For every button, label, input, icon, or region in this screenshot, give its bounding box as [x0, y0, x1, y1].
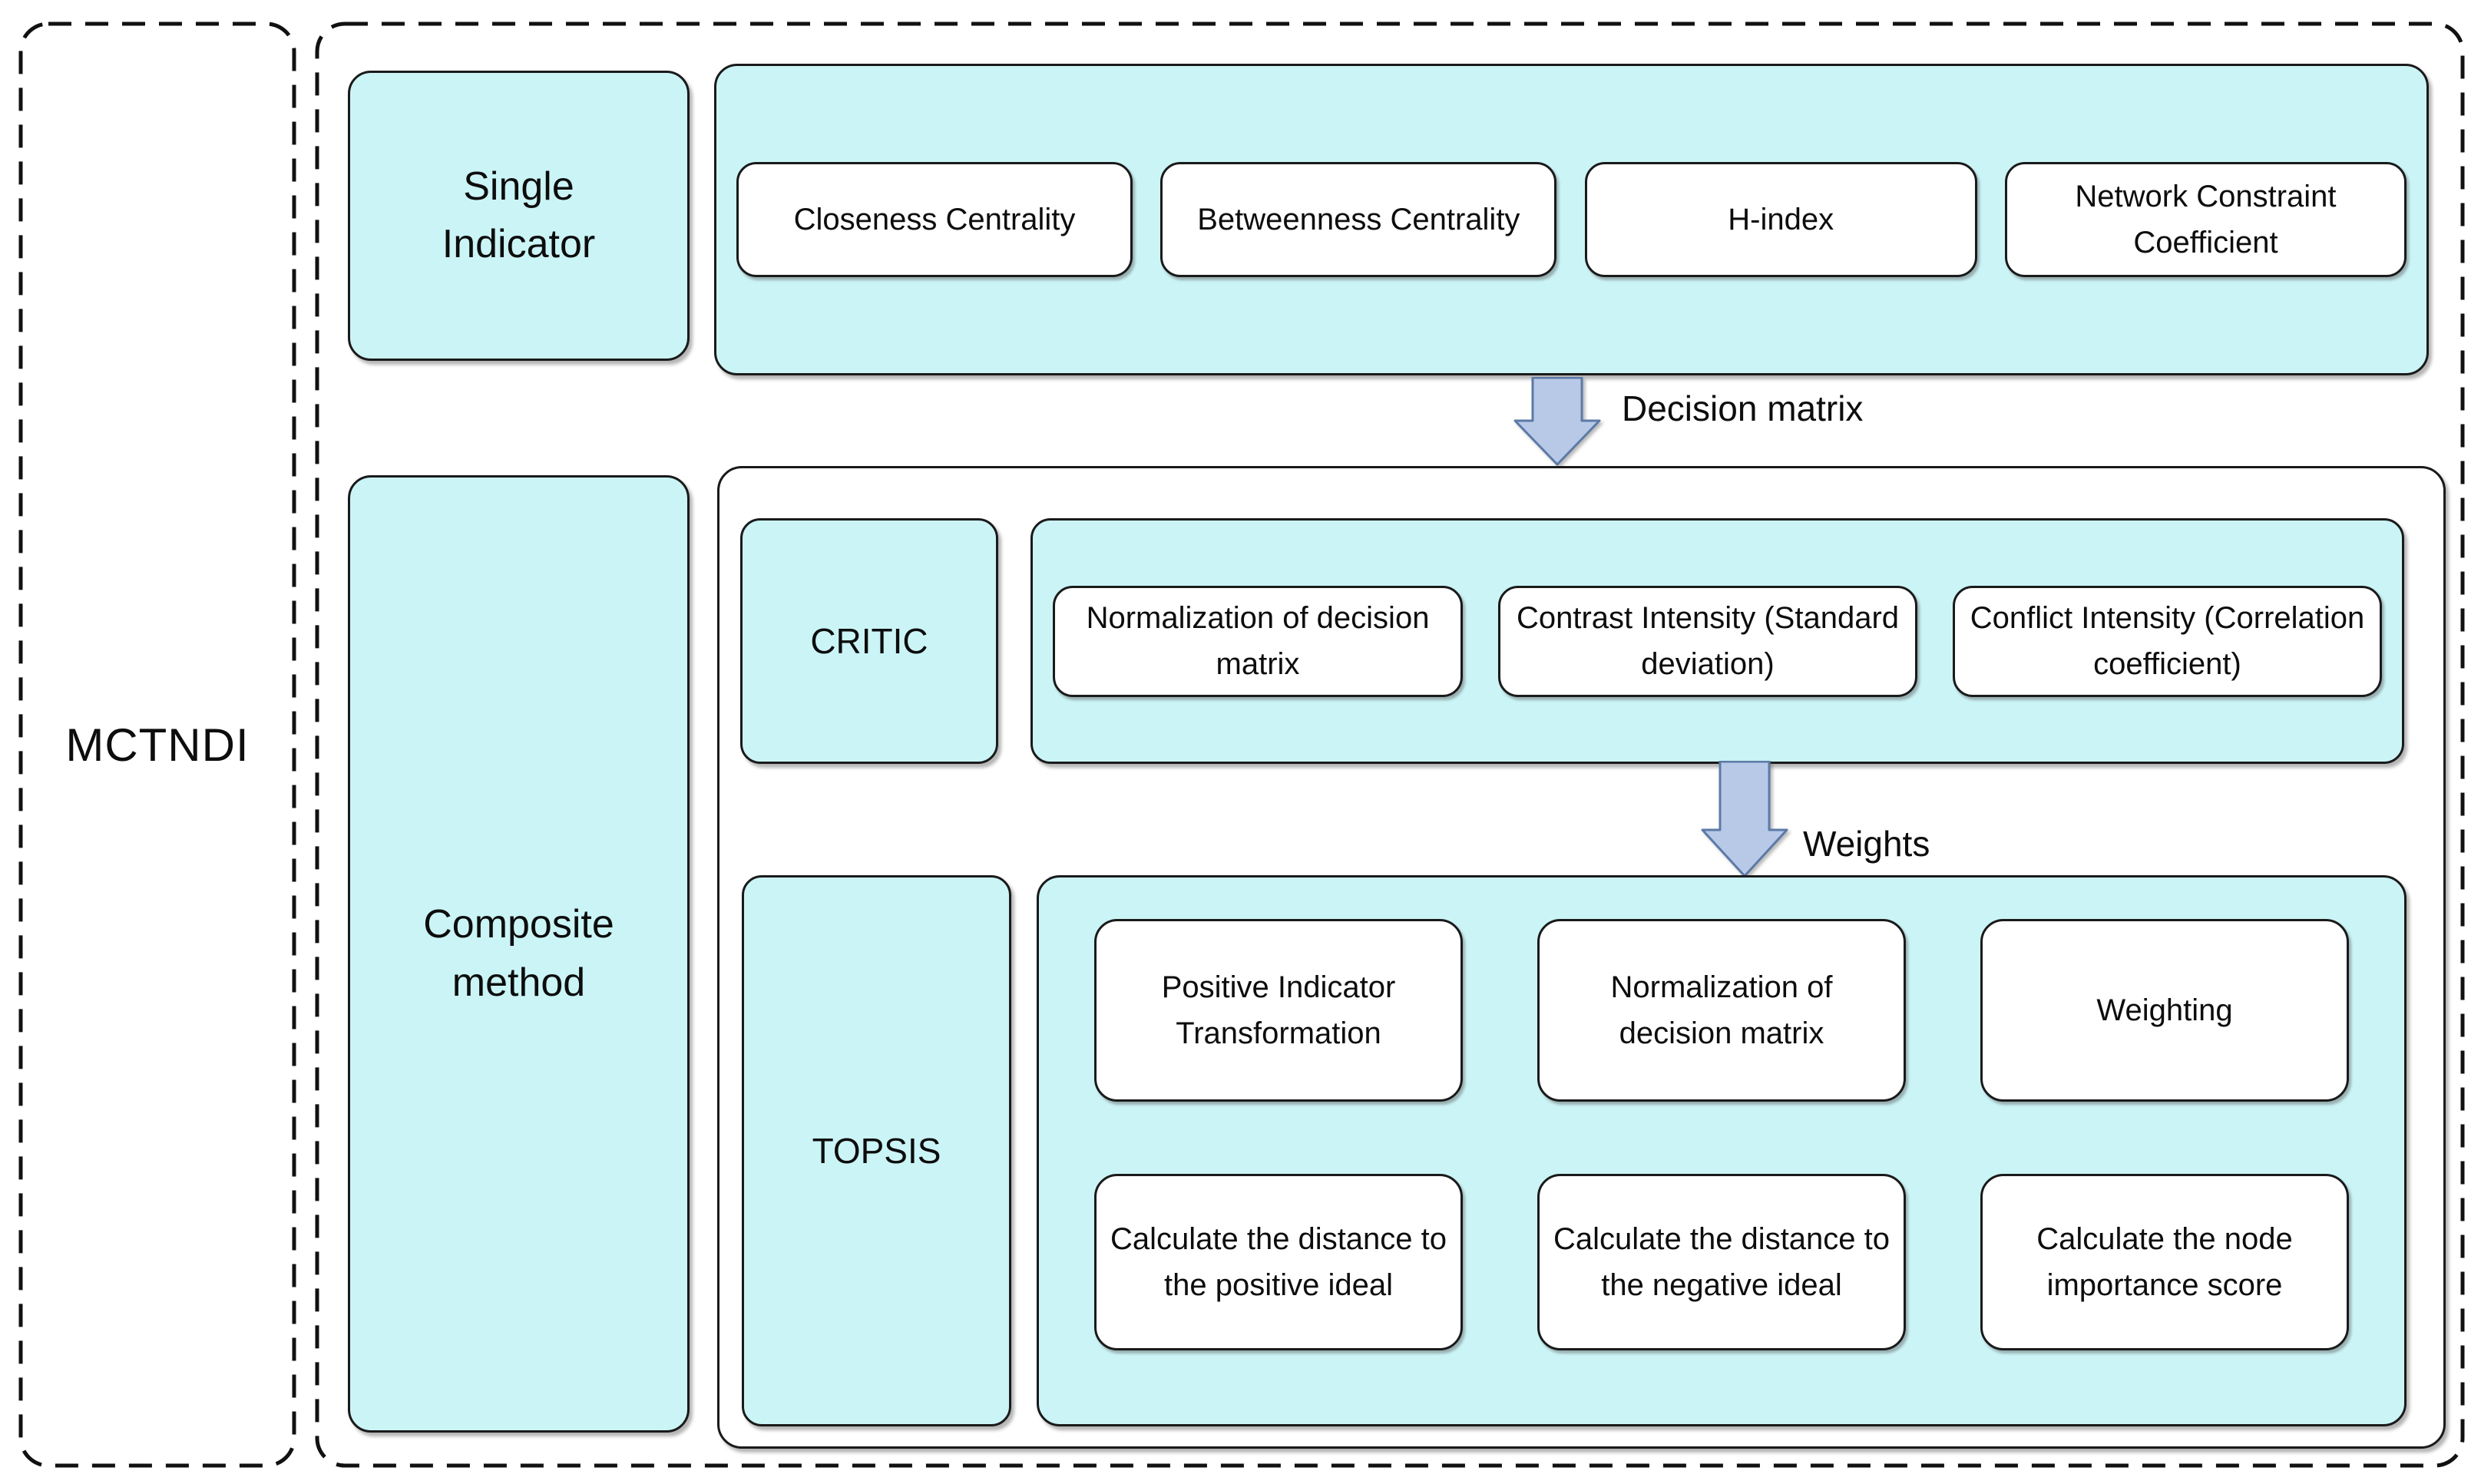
- topsis-step-distance-positive: Calculate the distance to the positive i…: [1094, 1174, 1463, 1350]
- topsis-step-label: Normalization of decision matrix: [1610, 970, 1833, 1050]
- down-arrow-icon: [1513, 377, 1601, 466]
- topsis-step-label: Calculate the distance to the negative i…: [1553, 1222, 1891, 1302]
- indicator-box-hindex: H-index: [1584, 162, 1977, 277]
- critic-step-contrast-intensity: Contrast Intensity (Standard deviation): [1498, 585, 1917, 697]
- mctndi-label: MCTNDI: [65, 719, 250, 771]
- topsis-step-positive-transformation: Positive Indicator Transformation: [1094, 919, 1463, 1102]
- critic-step-normalization: Normalization of decision matrix: [1053, 585, 1463, 697]
- critic-step-label: Contrast Intensity (Standard deviation): [1516, 601, 1900, 681]
- indicator-box-closeness: Closeness Centrality: [736, 162, 1133, 277]
- topsis-step-label: Calculate the distance to the positive i…: [1110, 1222, 1447, 1302]
- indicator-box-network-constraint: Network Constraint Coefficient: [2004, 162, 2407, 277]
- topsis-step-label: Weighting: [2096, 993, 2233, 1027]
- composite-method-label-box: Composite method: [348, 475, 690, 1433]
- indicator-label: Betweenness Centrality: [1197, 203, 1520, 236]
- topsis-container: Positive Indicator Transformation Normal…: [1037, 875, 2407, 1426]
- critic-label-box: CRITIC: [740, 518, 998, 764]
- indicator-label: H-index: [1728, 203, 1834, 236]
- indicator-label: Network Constraint Coefficient: [2075, 180, 2337, 259]
- topsis-step-normalization: Normalization of decision matrix: [1537, 919, 1906, 1102]
- topsis-step-distance-negative: Calculate the distance to the negative i…: [1537, 1174, 1906, 1350]
- single-indicator-container: Closeness Centrality Betweenness Central…: [714, 64, 2429, 375]
- critic-step-label: Conflict Intensity (Correlation coeffici…: [1970, 601, 2365, 681]
- weights-label: Weights: [1803, 824, 1930, 864]
- topsis-step-weighting: Weighting: [1980, 919, 2349, 1102]
- critic-step-label: Normalization of decision matrix: [1086, 601, 1430, 681]
- composite-method-label: Composite method: [423, 902, 614, 1005]
- indicator-box-betweenness: Betweenness Centrality: [1160, 162, 1557, 277]
- down-arrow-icon: [1701, 761, 1788, 878]
- topsis-step-label: Positive Indicator Transformation: [1161, 970, 1396, 1050]
- indicator-label: Closeness Centrality: [793, 203, 1076, 236]
- critic-label: CRITIC: [810, 620, 928, 661]
- critic-container: Normalization of decision matrix Contras…: [1030, 518, 2404, 764]
- single-indicator-label-box: Single Indicator: [348, 71, 690, 361]
- topsis-label: TOPSIS: [812, 1130, 941, 1171]
- topsis-label-box: TOPSIS: [742, 875, 1011, 1426]
- dashed-border: [315, 21, 2465, 1468]
- topsis-step-label: Calculate the node importance score: [2036, 1222, 2293, 1302]
- topsis-step-importance-score: Calculate the node importance score: [1980, 1174, 2349, 1350]
- single-indicator-label: Single Indicator: [442, 164, 596, 266]
- critic-step-conflict-intensity: Conflict Intensity (Correlation coeffici…: [1953, 585, 2382, 697]
- method-group: [315, 21, 2465, 1468]
- mctndi-group: MCTNDI: [18, 21, 296, 1468]
- decision-matrix-label: Decision matrix: [1622, 388, 1864, 428]
